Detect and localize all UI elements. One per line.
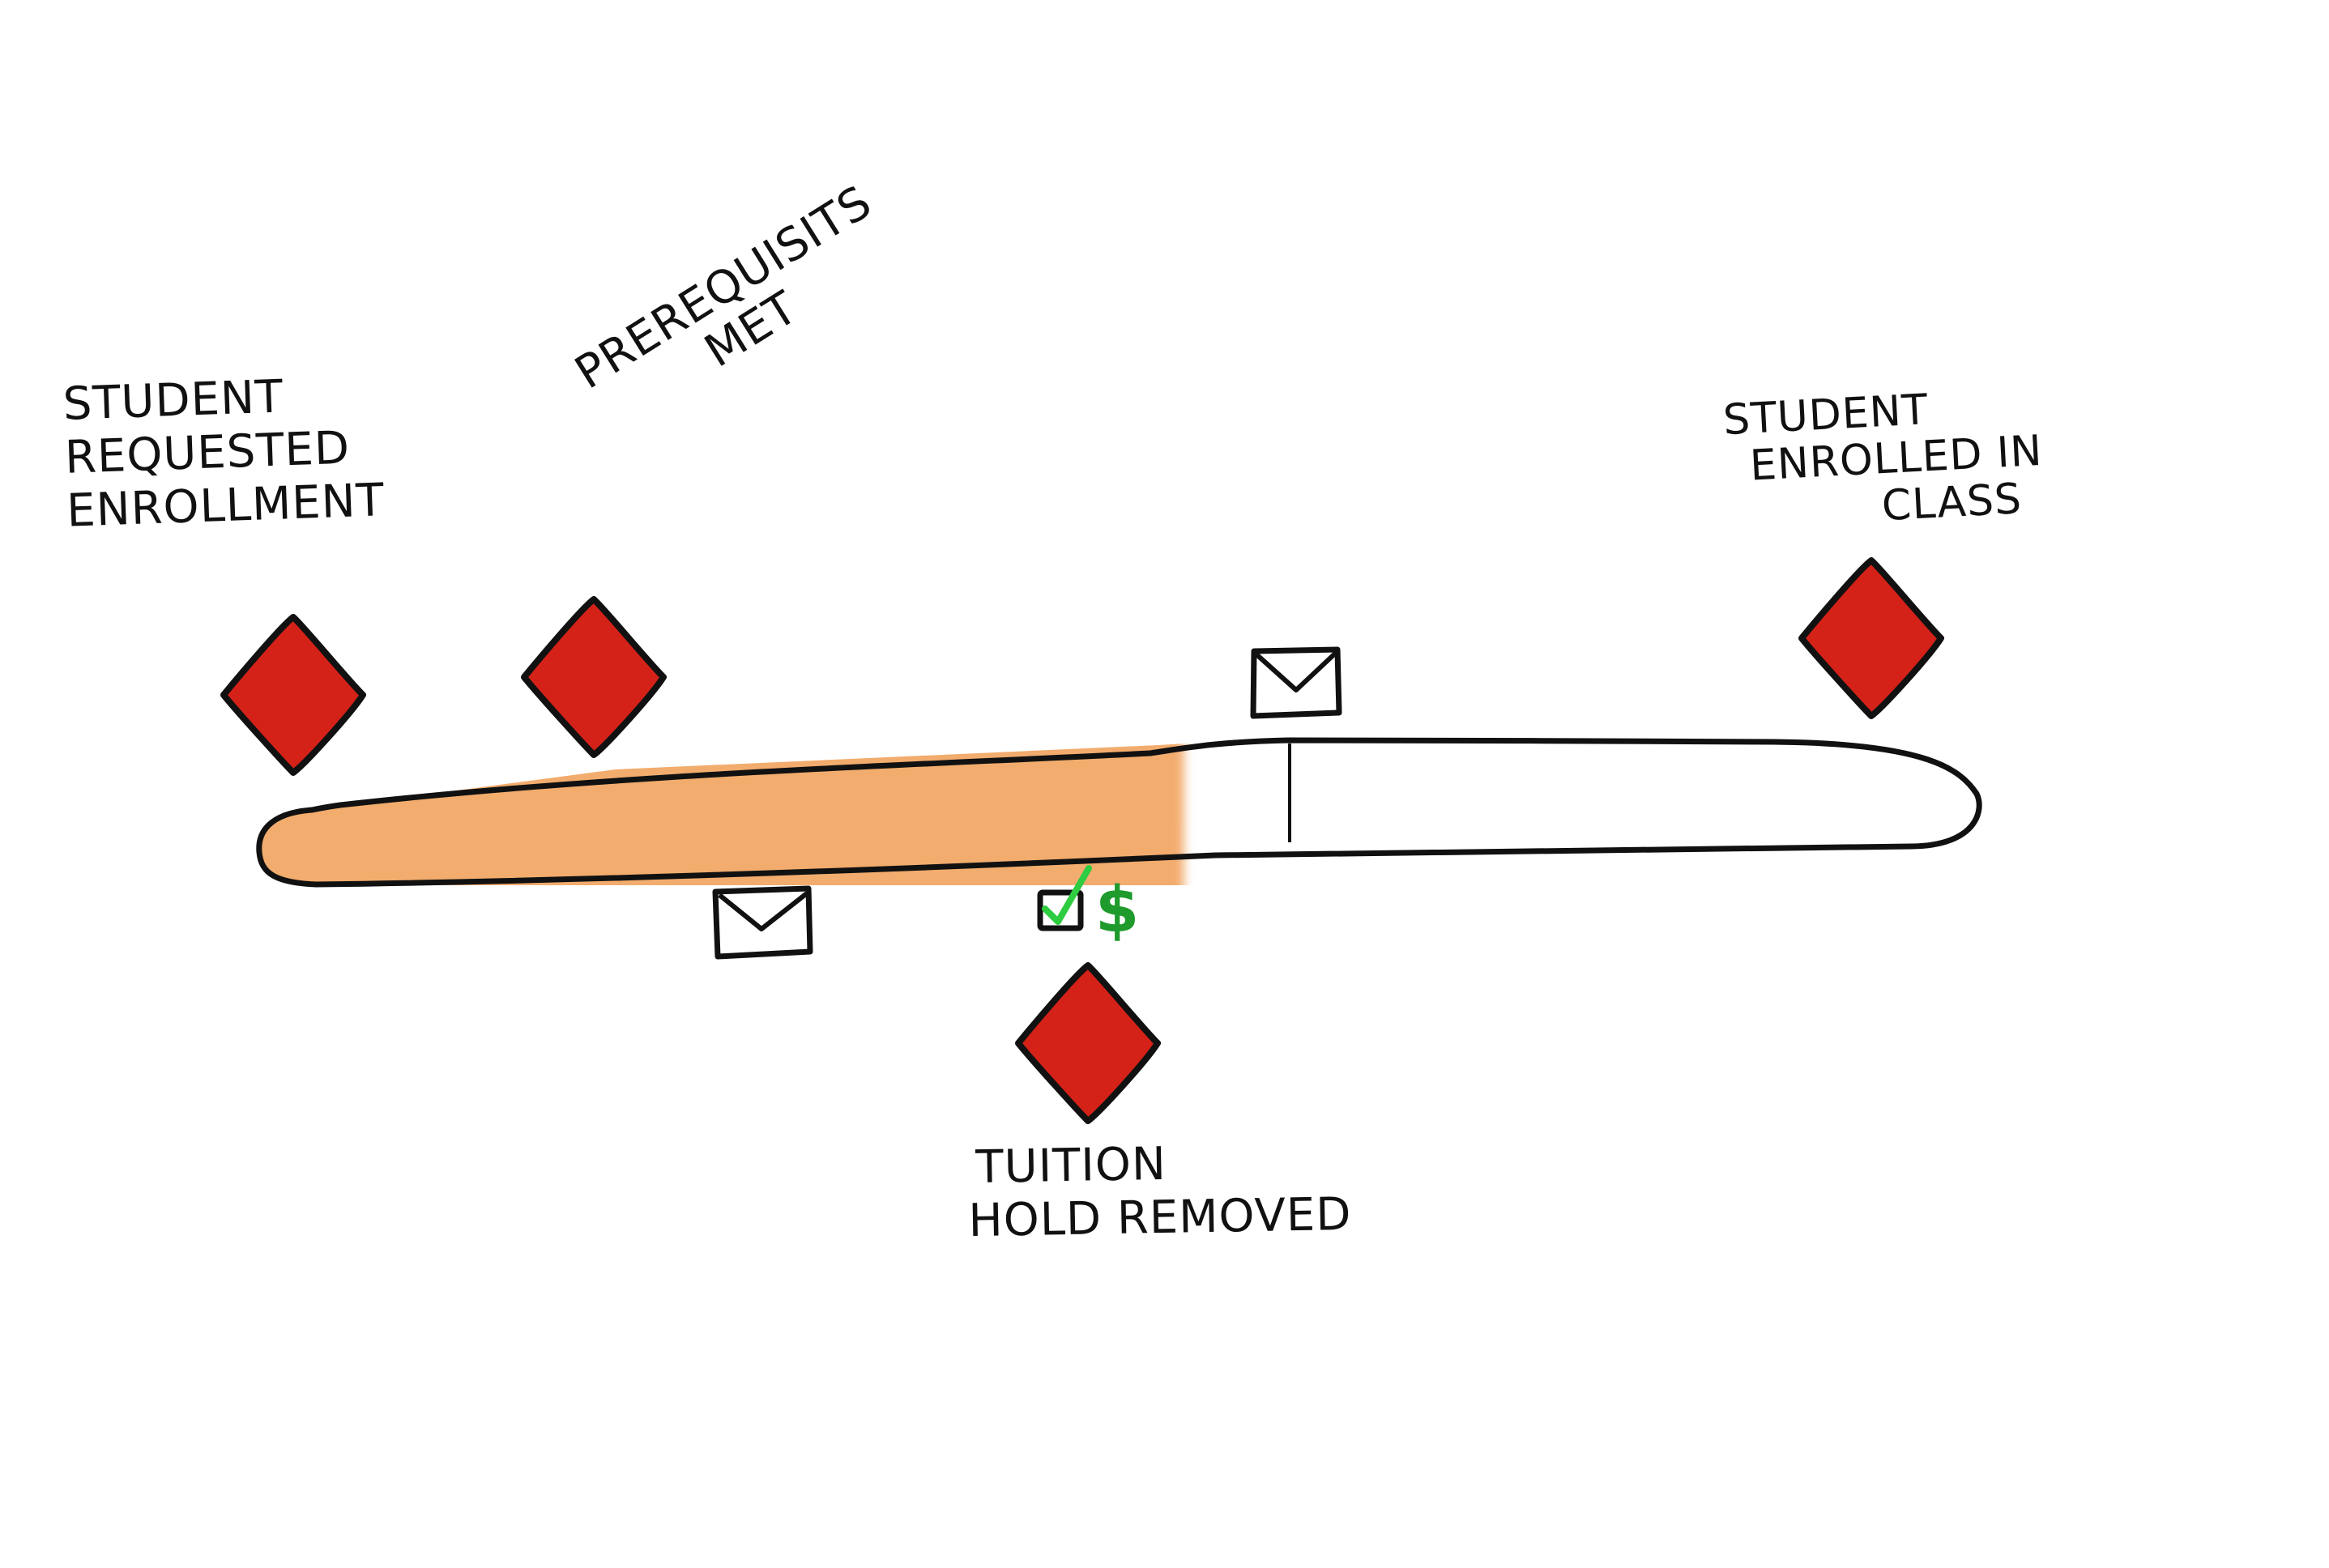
milestone-markers: [220, 557, 1944, 1124]
envelope-icon: [712, 885, 813, 960]
progress-fill: [258, 729, 1184, 885]
progress-outline: [256, 737, 1982, 888]
milestone-marker-student-requested: [220, 614, 366, 776]
milestone-label-tuition: TUITION HOLD REMOVED: [968, 1137, 1352, 1248]
checked-checkbox-icon: [1037, 865, 1092, 931]
dollar-sign-icon: $: [1095, 874, 1139, 947]
progress-track: [256, 729, 1982, 888]
milestone-marker-prerequisites: [521, 596, 667, 758]
milestone-marker-tuition: [1015, 962, 1161, 1124]
envelope-icon: [1250, 646, 1342, 719]
milestone-marker-enrolled: [1798, 557, 1944, 719]
milestone-label-enrolled: STUDENT ENROLLED IN CLASS: [1721, 386, 2044, 531]
svg-text:$: $: [1095, 874, 1139, 947]
milestone-label-student-requested: STUDENT REQUESTED ENROLLMENT: [62, 370, 386, 538]
